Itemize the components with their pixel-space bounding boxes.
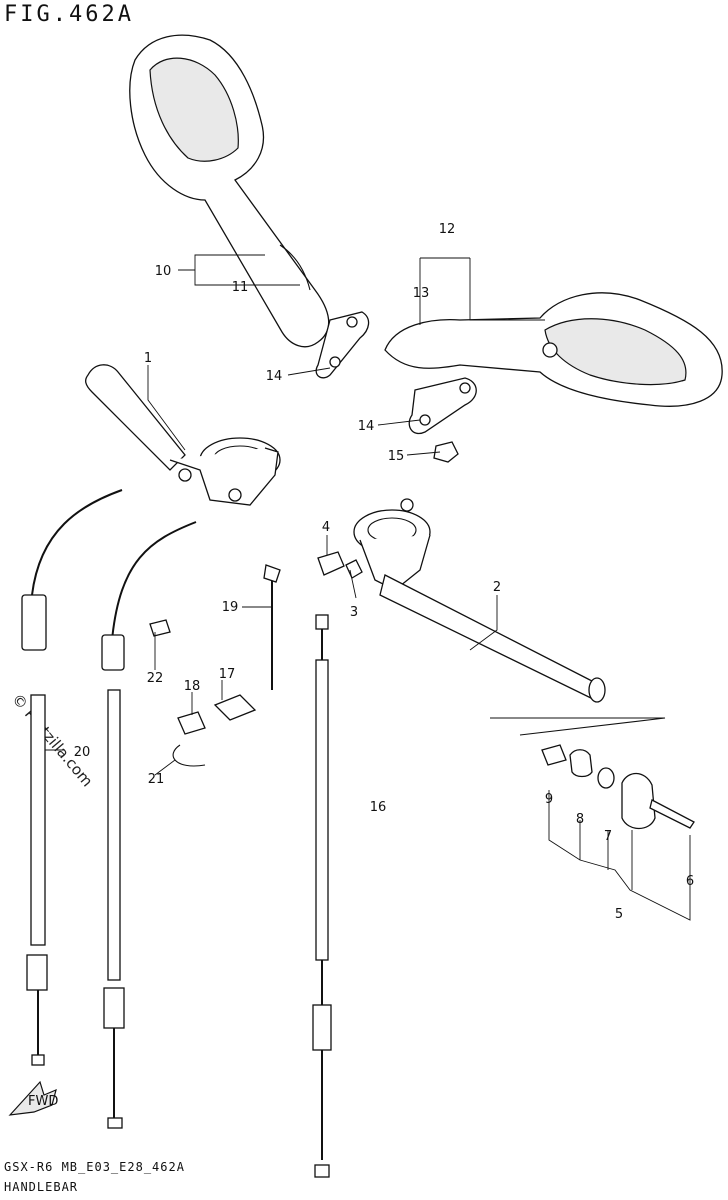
section-name: HANDLEBAR (4, 1180, 79, 1194)
callout-11: 11 (232, 280, 249, 295)
callout-5: 5 (615, 907, 623, 922)
callout-16: 16 (370, 800, 387, 815)
callout-14-left: 14 (266, 369, 283, 384)
model-code: GSX-R6 MB_E03_E28_462A (4, 1160, 185, 1174)
left-handlebar (85, 364, 281, 506)
right-grip-assembly (384, 292, 723, 463)
callout-1: 1 (144, 351, 152, 366)
callout-15: 15 (388, 449, 405, 464)
callout-6: 6 (686, 874, 694, 889)
callout-20: 20 (74, 745, 91, 760)
callout-13: 13 (413, 286, 430, 301)
callout-9: 9 (545, 792, 553, 807)
callout-19: 19 (222, 600, 239, 615)
callout-4: 4 (322, 520, 330, 535)
callout-21: 21 (148, 772, 165, 787)
left-grip-assembly (129, 34, 370, 379)
callout-7: 7 (604, 829, 612, 844)
callout-17: 17 (219, 667, 236, 682)
callout-3: 3 (350, 605, 358, 620)
callout-8: 8 (576, 812, 584, 827)
right-handlebar (317, 498, 606, 703)
figure-title: FIG.462A (4, 2, 134, 27)
cable-assemblies (21, 489, 332, 1178)
forward-arrow-icon: FWD (8, 1080, 58, 1116)
callout-18: 18 (184, 679, 201, 694)
callout-labels: 1 2 3 4 5 6 7 8 9 10 11 12 13 14 14 15 1… (74, 222, 694, 922)
callout-22: 22 (147, 671, 164, 686)
callout-10: 10 (155, 264, 172, 279)
leader-lines (45, 254, 545, 776)
callout-12: 12 (439, 222, 456, 237)
callout-14-right: 14 (358, 419, 375, 434)
bar-end-weight-assembly (490, 717, 695, 921)
fwd-label: FWD (28, 1094, 58, 1109)
callout-2: 2 (493, 580, 501, 595)
